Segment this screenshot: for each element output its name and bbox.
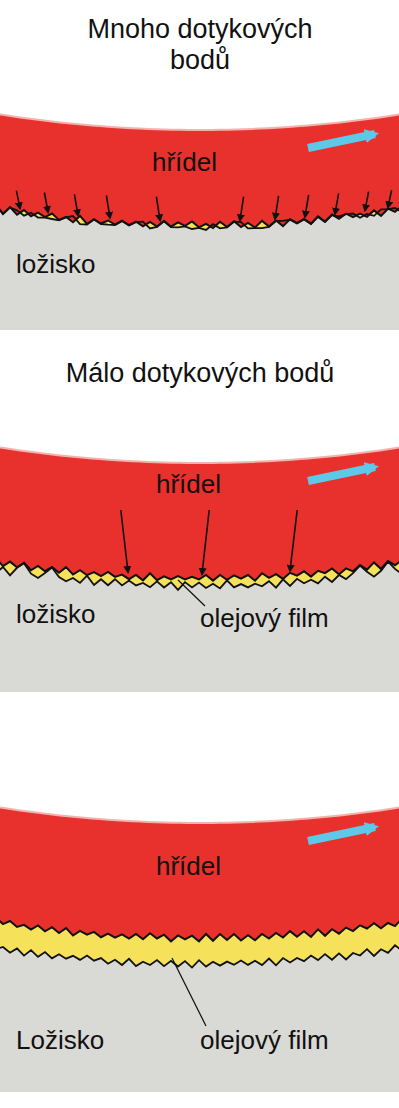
part-label: Ložisko [16, 1026, 104, 1056]
load-arrow [365, 192, 369, 211]
load-arrow [335, 193, 339, 213]
shaft-body [0, 807, 399, 942]
bearing-body [0, 945, 399, 1092]
rotation-arrow [308, 827, 375, 841]
leader-line [172, 958, 206, 1026]
part-label: hřídel [156, 852, 221, 882]
leader-line [178, 580, 205, 606]
shaft-edge [0, 807, 399, 823]
load-arrow [121, 510, 128, 572]
load-arrow [16, 191, 20, 209]
rotation-arrow [308, 134, 375, 148]
heading: Málo dotykových bodů [55, 358, 345, 389]
bearing-surface [0, 205, 399, 230]
load-arrow [106, 195, 110, 217]
load-arrow [275, 196, 279, 219]
load-arrow [156, 197, 160, 221]
shaft-edge [0, 447, 399, 463]
shaft-edge [0, 114, 399, 130]
part-label: hřídel [156, 470, 221, 500]
load-arrow [202, 510, 209, 574]
bearing-surface [0, 945, 399, 967]
shaft-surface [0, 918, 399, 941]
load-arrow [44, 193, 48, 213]
part-label: hřídel [152, 148, 217, 178]
load-arrow [388, 190, 392, 207]
load-arrow [74, 194, 78, 215]
part-label: ložisko [16, 250, 95, 280]
rotation-arrow [308, 467, 375, 481]
load-arrow [305, 195, 309, 217]
part-label: ložisko [16, 600, 95, 630]
shaft-body [0, 447, 399, 581]
shaft-body [0, 114, 399, 228]
film-label: olejový film [200, 604, 329, 634]
heading: Mnoho dotykových bodů [55, 14, 345, 76]
load-arrow [290, 510, 297, 571]
film-label: olejový film [200, 1026, 329, 1056]
bearing-surface [0, 562, 399, 590]
load-arrow [240, 197, 244, 221]
